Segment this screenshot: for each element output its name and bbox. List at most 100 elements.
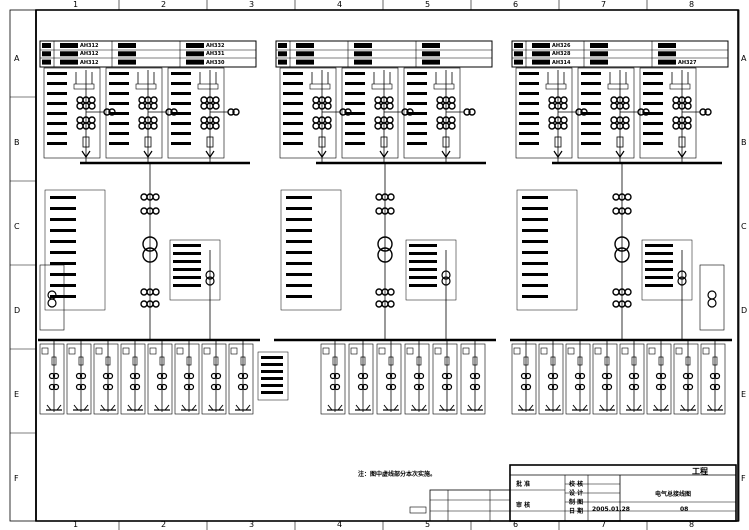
- device-spec-text: [286, 218, 312, 221]
- arrow-icon: [615, 150, 625, 159]
- current-transformer-icon: [386, 116, 394, 124]
- current-transformer-icon: [106, 372, 114, 380]
- device-spec-text: [286, 262, 312, 265]
- outgoing-feeder-cell: [592, 343, 618, 415]
- current-transformer-icon: [129, 383, 137, 391]
- outgoing-feeder-cell: [511, 343, 537, 415]
- current-transformer-icon: [684, 122, 692, 130]
- current-transformer-icon: [387, 288, 395, 296]
- current-transformer-icon: [684, 102, 692, 110]
- current-transformer-icon: [560, 122, 568, 130]
- meter-icon: [704, 108, 712, 116]
- outgoing-feeder-cell: [619, 343, 645, 415]
- current-transformer-icon: [385, 383, 393, 391]
- grid-row-label: E: [14, 390, 20, 399]
- current-transformer-icon: [140, 288, 148, 296]
- grid-column-label: 3: [249, 0, 255, 9]
- current-transformer-icon: [312, 116, 320, 124]
- outgoing-feeder-cell: [646, 343, 672, 415]
- current-transformer-icon: [375, 193, 383, 201]
- current-transformer-icon: [548, 96, 556, 104]
- current-transformer-icon: [612, 207, 620, 215]
- cell-tag: [702, 347, 710, 355]
- breaker-icon: [213, 356, 219, 366]
- current-transformer-icon: [152, 288, 160, 296]
- cell-tag: [513, 347, 521, 355]
- device-spec-text: [50, 207, 76, 210]
- grid-column-label: 4: [337, 520, 343, 529]
- arrow-icon: [143, 150, 153, 159]
- device-spec-text: [286, 284, 312, 287]
- current-transformer-icon: [102, 383, 110, 391]
- table-cell-text: [532, 59, 550, 65]
- current-transformer-icon: [524, 372, 532, 380]
- cell-tag: [594, 347, 602, 355]
- current-transformer-icon: [445, 383, 453, 391]
- breaker-icon: [186, 356, 192, 366]
- current-transformer-icon: [200, 122, 208, 130]
- device-spec-text: [345, 82, 365, 85]
- current-transformer-icon: [684, 96, 692, 104]
- outgoing-feeder-cell: [66, 343, 92, 415]
- current-transformer-icon: [548, 122, 556, 130]
- grid-column-label: 8: [689, 0, 695, 9]
- device-spec-text: [522, 251, 548, 254]
- current-transformer-icon: [212, 122, 220, 130]
- current-transformer-icon: [560, 116, 568, 124]
- transformer-winding-icon: [614, 236, 630, 252]
- current-transformer-icon: [632, 372, 640, 380]
- device-spec-text: [109, 132, 129, 135]
- grid-column-label: 3: [249, 520, 255, 529]
- current-transformer-icon: [632, 383, 640, 391]
- device-spec-text: [519, 92, 539, 95]
- device-spec-text: [50, 196, 76, 199]
- table-cell-value: AH330: [206, 59, 225, 66]
- current-transformer-icon: [324, 116, 332, 124]
- current-transformer-icon: [156, 372, 164, 380]
- current-transformer-icon: [160, 383, 168, 391]
- current-transformer-icon: [333, 372, 341, 380]
- current-transformer-icon: [150, 96, 158, 104]
- spec-note-panel: [257, 351, 289, 401]
- current-transformer-icon: [324, 122, 332, 130]
- cell-tag: [149, 347, 157, 355]
- arrow-icon: [205, 150, 215, 159]
- current-transformer-icon: [387, 300, 395, 308]
- cell-tag: [378, 347, 386, 355]
- outgoing-feeder-cell: [93, 343, 119, 415]
- current-transformer-icon: [129, 372, 137, 380]
- device-spec-text: [109, 102, 129, 105]
- device-spec-text: [109, 122, 129, 125]
- connection-box: [135, 83, 157, 90]
- outgoing-feeder-cell: [700, 343, 726, 415]
- connection-box: [197, 83, 219, 90]
- device-spec-text: [173, 260, 201, 263]
- device-spec-text: [519, 122, 539, 125]
- table-cell-text: [186, 43, 204, 48]
- current-transformer-icon: [445, 372, 453, 380]
- device-spec-text: [109, 142, 129, 145]
- cell-tag: [322, 347, 330, 355]
- current-transformer-icon: [448, 116, 456, 124]
- current-transformer-icon: [610, 96, 618, 104]
- table-cell-text: [60, 43, 78, 48]
- current-transformer-icon: [601, 383, 609, 391]
- breaker-icon: [51, 356, 57, 366]
- table-row-tag: [514, 43, 523, 48]
- meter-icon: [468, 108, 476, 116]
- device-spec-text: [581, 102, 601, 105]
- current-transformer-icon: [709, 372, 717, 380]
- table-cell-value: AH312: [80, 43, 99, 49]
- device-spec-text: [519, 82, 539, 85]
- current-transformer-icon: [214, 372, 222, 380]
- device-spec-text: [261, 370, 283, 373]
- device-spec-text: [519, 112, 539, 115]
- current-transformer-icon: [88, 102, 96, 110]
- device-spec-text: [522, 240, 548, 243]
- current-transformer-icon: [312, 102, 320, 110]
- breaker-icon: [159, 356, 165, 366]
- device-spec-text: [581, 122, 601, 125]
- device-spec-text: [345, 112, 365, 115]
- feeder-panel: [105, 67, 163, 159]
- current-transformer-icon: [655, 372, 663, 380]
